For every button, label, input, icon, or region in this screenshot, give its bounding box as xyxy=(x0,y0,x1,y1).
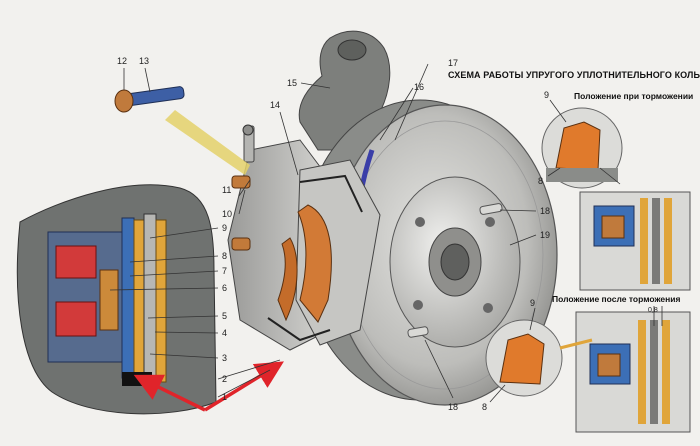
caliper-cross-section xyxy=(16,184,217,415)
callout-8: 8 xyxy=(222,251,227,261)
gap-mark: 0,8 xyxy=(648,307,658,314)
inset-after-braking xyxy=(485,306,691,433)
diagram-title: СХЕМА РАБОТЫ УПРУГОГО УПЛОТНИТЕЛЬНОГО КО… xyxy=(448,70,700,80)
callout-14: 14 xyxy=(270,100,280,110)
callout-6: 6 xyxy=(222,283,227,293)
caliper-assembly xyxy=(227,124,381,351)
wheel-hub xyxy=(389,176,521,348)
callout-18-bottom: 18 xyxy=(448,402,458,412)
leader-lines xyxy=(109,63,567,403)
caption-after-braking: Положение после торможения xyxy=(552,294,680,304)
callout-15: 15 xyxy=(287,78,297,88)
callout-17: 17 xyxy=(448,58,458,68)
callout-8-bottom-inset: 8 xyxy=(482,402,487,412)
callout-8-top-inset: 8 xyxy=(538,176,543,186)
callout-9-top-inset: 9 xyxy=(544,90,549,100)
guide-pin-detail xyxy=(114,86,250,175)
callout-16: 16 xyxy=(414,82,424,92)
callout-7: 7 xyxy=(222,266,227,276)
callout-2: 2 xyxy=(222,374,227,384)
callout-11: 11 xyxy=(222,185,231,195)
callout-5: 5 xyxy=(222,311,227,321)
callout-13: 13 xyxy=(139,56,149,66)
callout-4: 4 xyxy=(222,328,227,338)
inset-during-braking xyxy=(541,107,691,291)
callout-19: 19 xyxy=(540,230,550,240)
callout-1: 1 xyxy=(222,392,227,402)
callout-9-bottom-inset: 9 xyxy=(530,298,535,308)
callout-10: 10 xyxy=(222,209,232,219)
caption-during-braking: Положение при торможении xyxy=(574,91,693,101)
callout-18-top: 18 xyxy=(540,206,550,216)
callout-3: 3 xyxy=(222,353,227,363)
callout-9: 9 xyxy=(222,223,227,233)
callout-12: 12 xyxy=(117,56,127,66)
